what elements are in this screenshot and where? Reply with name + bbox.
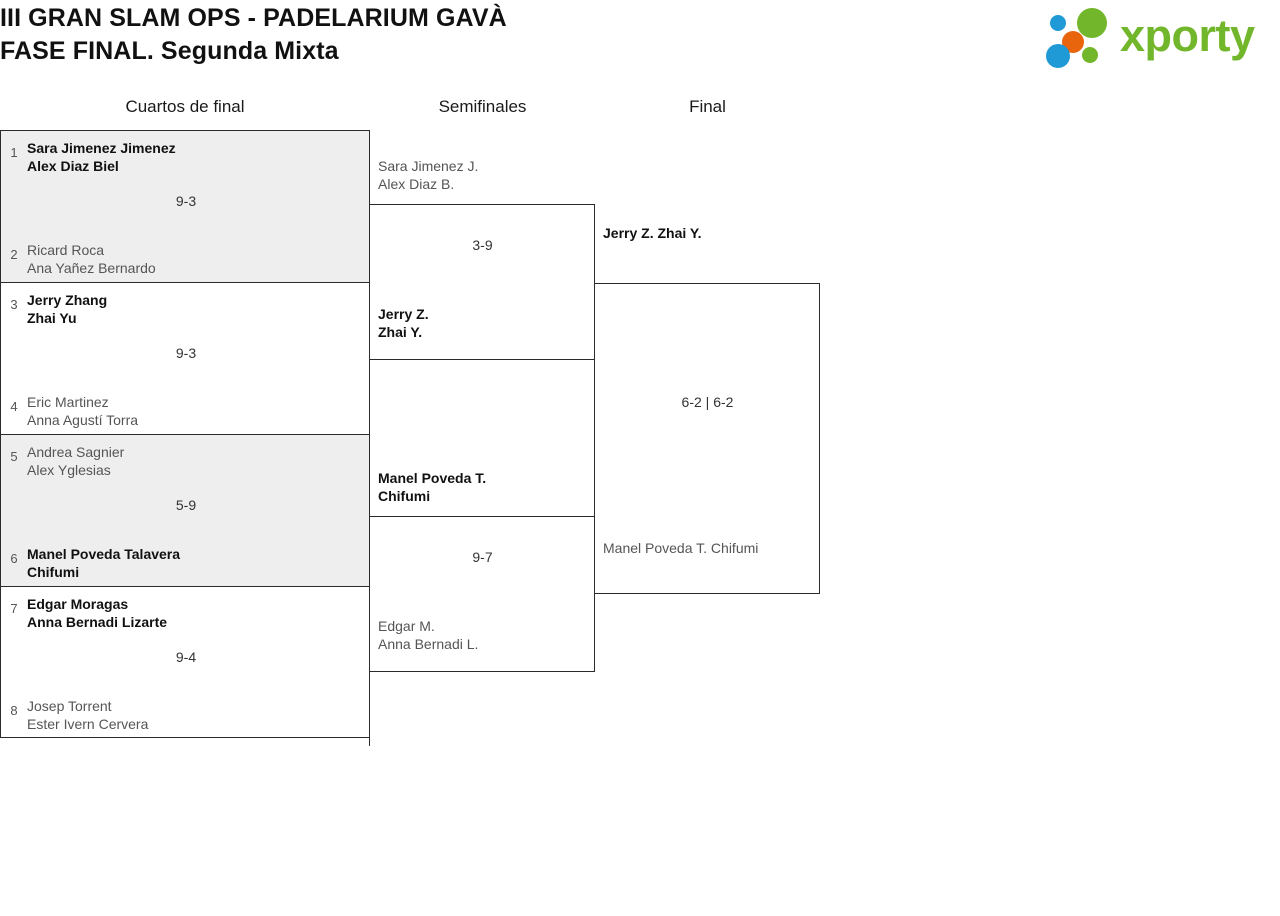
player-name: Jerry Zhang	[27, 292, 108, 308]
match-score: 9-3	[175, 345, 197, 361]
seed-number: 4	[10, 399, 18, 414]
round-header-final: Final	[689, 97, 726, 116]
player-name: Alex Diaz B.	[378, 176, 455, 192]
player-name: Alex Yglesias	[27, 462, 111, 478]
match-score: 6-2 | 6-2	[681, 394, 734, 410]
player-name: Chifumi	[710, 540, 759, 556]
logo-dot-green-small-icon	[1082, 47, 1098, 63]
team-slot-top[interactable]: Jerry Z. Zhai Y.	[603, 224, 813, 242]
team-slot-top[interactable]: Manel Poveda T. Chifumi	[378, 469, 588, 505]
bracket-connector-semifinal-2	[369, 442, 370, 746]
player-name: Ana Yañez Bernardo	[27, 260, 156, 276]
match-score: 3-9	[472, 237, 493, 253]
player-name: Zhai Yu	[27, 310, 77, 326]
match-final[interactable]: Jerry Z. Zhai Y. 6-2 | 6-2 Manel Poveda …	[595, 225, 820, 594]
player-name: Manel Poveda T.	[378, 470, 487, 486]
seed-number: 8	[10, 703, 18, 718]
match-score: 9-7	[472, 549, 493, 565]
match-score: 5-9	[175, 497, 197, 513]
player-name: Ricard Roca	[27, 242, 105, 258]
logo-dot-green-large-icon	[1077, 8, 1107, 38]
player-name: Zhai Y.	[657, 225, 702, 241]
round-header-semifinals: Semifinales	[438, 97, 527, 116]
seed-number: 6	[10, 551, 18, 566]
player-name: Edgar M.	[378, 618, 435, 634]
page-title: III GRAN SLAM OPS - PADELARIUM GAVÀ FASE…	[0, 2, 900, 68]
player-name: Anna Bernadi Lizarte	[27, 614, 168, 630]
player-name: Chifumi	[378, 488, 431, 504]
player-name: Sara Jimenez J.	[378, 158, 479, 174]
player-name: Edgar Moragas	[27, 596, 129, 612]
match-score: 9-3	[175, 193, 197, 209]
title-line-2: FASE FINAL. Segunda Mixta	[0, 37, 339, 65]
team-slot-top[interactable]: Edgar Moragas Anna Bernadi Lizarte	[27, 595, 363, 631]
bracket-connector-final	[594, 204, 595, 672]
match-quarterfinal-1[interactable]: 1 Sara Jimenez Jimenez Alex Diaz Biel 9-…	[0, 130, 370, 282]
title-line-1: III GRAN SLAM OPS - PADELARIUM GAVÀ	[0, 4, 507, 32]
team-slot-bottom[interactable]: Eric Martinez Anna Agustí Torra	[27, 393, 363, 429]
player-name: Anna Bernadi L.	[378, 636, 479, 652]
player-name: Jerry Z.	[378, 306, 429, 322]
logo-wordmark: xporty	[1120, 10, 1255, 61]
logo-dot-blue-large-icon	[1046, 44, 1070, 68]
logo-dot-blue-small-icon	[1050, 15, 1066, 31]
team-slot-bottom[interactable]: Josep Torrent Ester Ivern Cervera	[27, 697, 363, 733]
player-name: Josep Torrent	[27, 698, 112, 714]
team-slot-bottom[interactable]: Ricard Roca Ana Yañez Bernardo	[27, 241, 363, 277]
round-header-quarterfinals: Cuartos de final	[125, 97, 245, 116]
player-name: Andrea Sagnier	[27, 444, 125, 460]
player-name: Chifumi	[27, 564, 80, 580]
player-name: Eric Martinez	[27, 394, 109, 410]
player-name: Anna Agustí Torra	[27, 412, 139, 428]
team-slot-bottom[interactable]: Manel Poveda Talavera Chifumi	[27, 545, 363, 581]
xporty-logo[interactable]: xporty	[1044, 6, 1274, 68]
match-quarterfinal-4[interactable]: 7 Edgar Moragas Anna Bernadi Lizarte 9-4…	[0, 586, 370, 738]
bracket-connector-semifinal-1	[369, 130, 370, 434]
player-name: Jerry Z.	[603, 225, 654, 241]
seed-number: 2	[10, 247, 18, 262]
seed-number: 5	[10, 449, 18, 464]
team-slot-bottom[interactable]: Manel Poveda T. Chifumi	[603, 539, 813, 557]
team-slot-top[interactable]: Sara Jimenez J. Alex Diaz B.	[378, 157, 588, 193]
team-slot-bottom[interactable]: Jerry Z. Zhai Y.	[378, 305, 588, 341]
player-name: Manel Poveda T.	[603, 540, 708, 556]
player-name: Zhai Y.	[378, 324, 423, 340]
match-semifinal-2[interactable]: Manel Poveda T. Chifumi 9-7 Edgar M. Ann…	[370, 470, 595, 672]
match-quarterfinal-2[interactable]: 3 Jerry Zhang Zhai Yu 9-3 4 Eric Martine…	[0, 282, 370, 434]
player-name: Ester Ivern Cervera	[27, 716, 149, 732]
seed-number: 3	[10, 297, 18, 312]
seed-number: 7	[10, 601, 18, 616]
seed-number: 1	[10, 145, 18, 160]
match-score: 9-4	[175, 649, 197, 665]
team-slot-top[interactable]: Jerry Zhang Zhai Yu	[27, 291, 363, 327]
match-quarterfinal-3[interactable]: 5 Andrea Sagnier Alex Yglesias 5-9 6 Man…	[0, 434, 370, 586]
logo-dot-orange-icon	[1062, 31, 1084, 53]
player-name: Sara Jimenez Jimenez	[27, 140, 176, 156]
team-slot-top[interactable]: Sara Jimenez Jimenez Alex Diaz Biel	[27, 139, 363, 175]
team-slot-bottom[interactable]: Edgar M. Anna Bernadi L.	[378, 617, 588, 653]
player-name: Manel Poveda Talavera	[27, 546, 181, 562]
match-semifinal-1[interactable]: Sara Jimenez J. Alex Diaz B. 3-9 Jerry Z…	[370, 158, 595, 360]
player-name: Alex Diaz Biel	[27, 158, 119, 174]
team-slot-top[interactable]: Andrea Sagnier Alex Yglesias	[27, 443, 363, 479]
